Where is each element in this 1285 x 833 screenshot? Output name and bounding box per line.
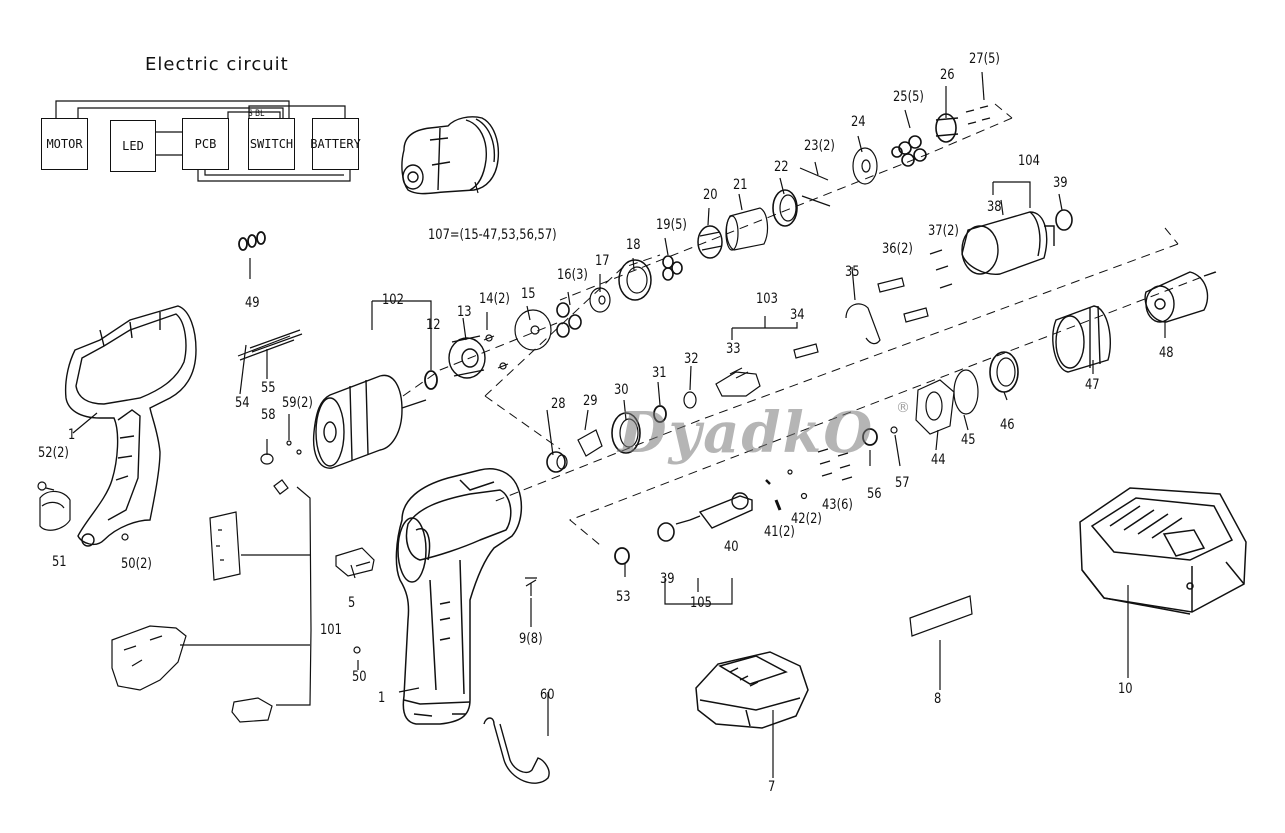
callout-label: 13 [457, 304, 472, 320]
callout-label: 48 [1159, 345, 1174, 361]
callout-label: 50(2) [121, 556, 152, 572]
callout-label: 49 [245, 295, 260, 311]
callout-label: 101 [320, 622, 342, 638]
circuit-box-led: LED [110, 120, 156, 172]
callout-label: 9(8) [519, 631, 543, 647]
callout-label: 34 [790, 307, 805, 323]
callout-label: 36(2) [882, 241, 913, 257]
callout-label: 104 [1018, 153, 1040, 169]
callout-label: 55 [261, 380, 276, 396]
callout-label: 18 [626, 237, 641, 253]
callout-label: 26 [940, 67, 955, 83]
callout-label: 19(5) [656, 217, 687, 233]
callout-label: 54 [235, 395, 250, 411]
callout-label: 37(2) [928, 223, 959, 239]
callout-label: 27(5) [969, 51, 1000, 67]
callout-label: 42(2) [791, 511, 822, 527]
callout-label: 39 [660, 571, 675, 587]
callout-label: 107=(15-47,53,56,57) [428, 227, 557, 243]
callout-label: 8 [934, 691, 942, 707]
circuit-box-switch: SWITCH [248, 118, 295, 170]
callout-label: 41(2) [764, 524, 795, 540]
callout-label: 32 [684, 351, 699, 367]
callout-label: 1 [378, 690, 386, 706]
callout-label: 23(2) [804, 138, 835, 154]
callout-label: 44 [931, 452, 946, 468]
callout-label: 57 [895, 475, 910, 491]
callout-label: 17 [595, 253, 610, 269]
callout-label: 51 [52, 554, 67, 570]
callout-label: 15 [521, 286, 536, 302]
callout-label: 31 [652, 365, 667, 381]
callout-label: 22 [774, 159, 789, 175]
callout-label: 5 [348, 595, 356, 611]
callout-label: 16(3) [557, 267, 588, 283]
callout-label: 21 [733, 177, 748, 193]
circuit-box-motor: MOTOR [41, 118, 88, 170]
callout-label: 24 [851, 114, 866, 130]
circuit-title: Electric circuit [145, 54, 289, 75]
callout-label: 43(6) [822, 497, 853, 513]
callout-label: 60 [540, 687, 555, 703]
callout-label: 33 [726, 341, 741, 357]
callout-label: 30 [614, 382, 629, 398]
callout-label: 1 [68, 427, 76, 443]
callout-label: 50 [352, 669, 367, 685]
callout-label: 103 [756, 291, 778, 307]
callout-label: 102 [382, 292, 404, 308]
callout-label: 58 [261, 407, 276, 423]
callout-label: 38 [987, 199, 1002, 215]
callout-label: 14(2) [479, 291, 510, 307]
watermark-registered-mark: ® [896, 400, 910, 416]
callout-label: 45 [961, 432, 976, 448]
callout-label: 56 [867, 486, 882, 502]
circuit-box-battery: BATTERY [310, 118, 361, 170]
callout-label: 105 [690, 595, 712, 611]
callout-label: 59(2) [282, 395, 313, 411]
callout-label: 29 [583, 393, 598, 409]
callout-label: 52(2) [38, 445, 69, 461]
callout-label: 47 [1085, 377, 1100, 393]
callout-label: 35 [845, 264, 860, 280]
watermark-text: DyadkO [618, 400, 875, 466]
callout-label: 12 [426, 317, 441, 333]
switch-terminals-label: S BL [248, 109, 265, 119]
callout-label: 40 [724, 539, 739, 555]
callout-label: 28 [551, 396, 566, 412]
callout-label: 53 [616, 589, 631, 605]
callout-label: 46 [1000, 417, 1015, 433]
callout-label: 7 [768, 779, 776, 795]
circuit-box-pcb: PCB [182, 118, 229, 170]
callout-label: 20 [703, 187, 718, 203]
callout-label: 39 [1053, 175, 1068, 191]
callout-label: 25(5) [893, 89, 924, 105]
callout-label: 10 [1118, 681, 1133, 697]
